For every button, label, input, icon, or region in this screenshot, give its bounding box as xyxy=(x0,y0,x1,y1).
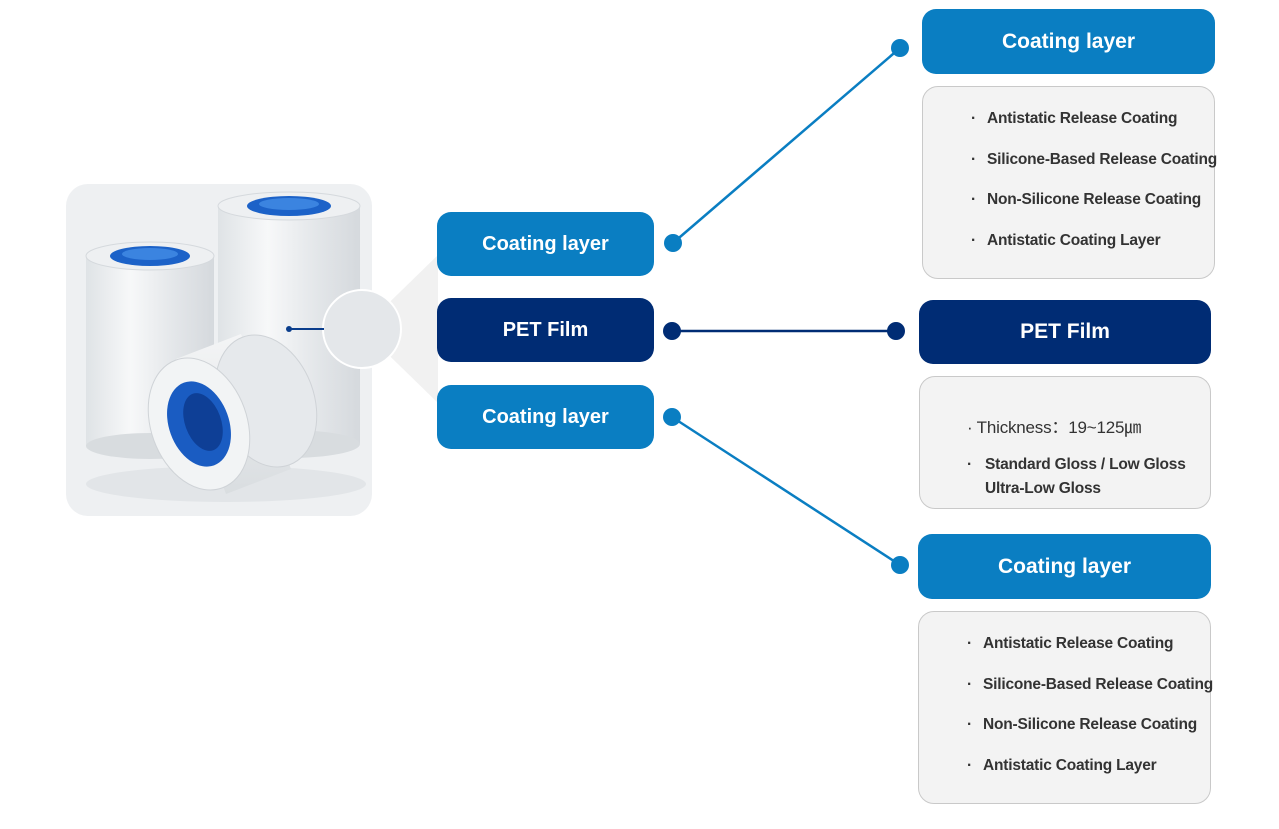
magnifier-circle xyxy=(322,289,402,369)
list-item: ·Silicone-Based Release Coating xyxy=(971,151,1218,168)
pet-film-rolls-photo xyxy=(66,184,372,516)
right-pet-film-title: PET Film xyxy=(919,300,1211,364)
right-bottom-coating-card: ·Antistatic Release Coating ·Silicone-Ba… xyxy=(918,611,1214,804)
gloss-line-1: ·Standard Gloss / Low Gloss xyxy=(967,456,1186,473)
list-item: ·Antistatic Coating Layer xyxy=(967,757,1157,774)
list-item: ·Antistatic Release Coating xyxy=(971,110,1178,127)
right-top-coating-title: Coating layer xyxy=(922,9,1215,74)
left-pet-film-label: PET Film xyxy=(437,298,654,362)
list-item: ·Antistatic Coating Layer xyxy=(971,232,1161,249)
left-coating-layer-bottom-label: Coating layer xyxy=(437,385,654,449)
list-item: ·Non-Silicone Release Coating xyxy=(971,191,1202,208)
gloss-line-2: Ultra-Low Gloss xyxy=(985,480,1101,497)
left-coating-layer-top-label: Coating layer xyxy=(437,212,654,276)
right-bottom-coating-title: Coating layer xyxy=(918,534,1211,599)
list-item: ·Silicone-Based Release Coating xyxy=(967,676,1214,693)
list-item: ·Non-Silicone Release Coating xyxy=(967,716,1198,733)
right-top-coating-card: ·Antistatic Release Coating ·Silicone-Ba… xyxy=(922,86,1218,279)
right-pet-film-card: · Thickness：19~125㎛ ·Standard Gloss / Lo… xyxy=(919,376,1211,509)
list-item: ·Antistatic Release Coating xyxy=(967,635,1174,652)
thickness-text: · Thickness：19~125㎛ xyxy=(967,418,1142,437)
